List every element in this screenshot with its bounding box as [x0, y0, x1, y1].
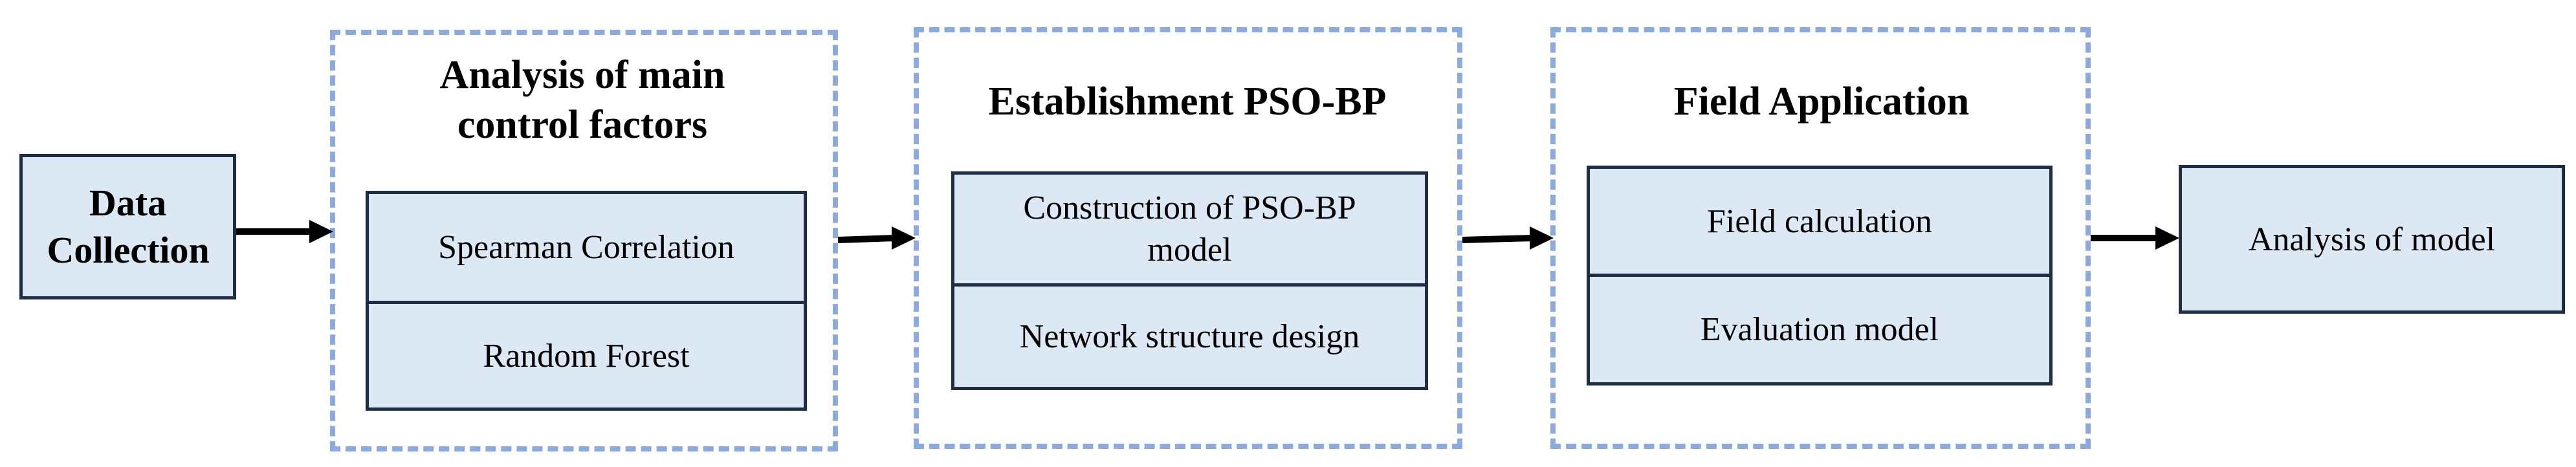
arrow-3: [1462, 226, 1554, 250]
analysis-group: [330, 30, 838, 451]
random-forest-box: Random Forest: [366, 301, 807, 411]
evaluation-model-label: Evaluation model: [1700, 311, 1939, 348]
arrow-1: [236, 220, 333, 243]
analysis-of-model-label: Analysis of model: [2248, 221, 2496, 258]
network-structure-label: Network structure design: [1019, 318, 1360, 355]
establishment-group-title: Establishment PSO-BP: [988, 79, 1387, 124]
data-collection-label: Data Collection: [47, 182, 210, 271]
field-application-group-title: Field Application: [1673, 79, 1970, 124]
arrow-2: [837, 226, 916, 250]
data-collection-box: Data Collection: [19, 154, 236, 299]
arrow-4: [2091, 226, 2179, 250]
evaluation-model-box: Evaluation model: [1587, 274, 2053, 386]
field-calculation-label: Field calculation: [1706, 202, 1932, 240]
random-forest-label: Random Forest: [483, 337, 690, 375]
establishment-group: [914, 27, 1462, 449]
network-structure-box: Network structure design: [951, 283, 1428, 390]
field-calculation-box: Field calculation: [1587, 166, 2053, 277]
construction-pso-bp-label: Construction of PSO-BP model: [1023, 190, 1356, 268]
analysis-group-title: Analysis of main control factors: [439, 52, 725, 147]
analysis-of-model-box: Analysis of model: [2179, 165, 2565, 314]
construction-pso-bp-box: Construction of PSO-BP model: [951, 171, 1428, 287]
spearman-correlation-label: Spearman Correlation: [438, 229, 734, 266]
